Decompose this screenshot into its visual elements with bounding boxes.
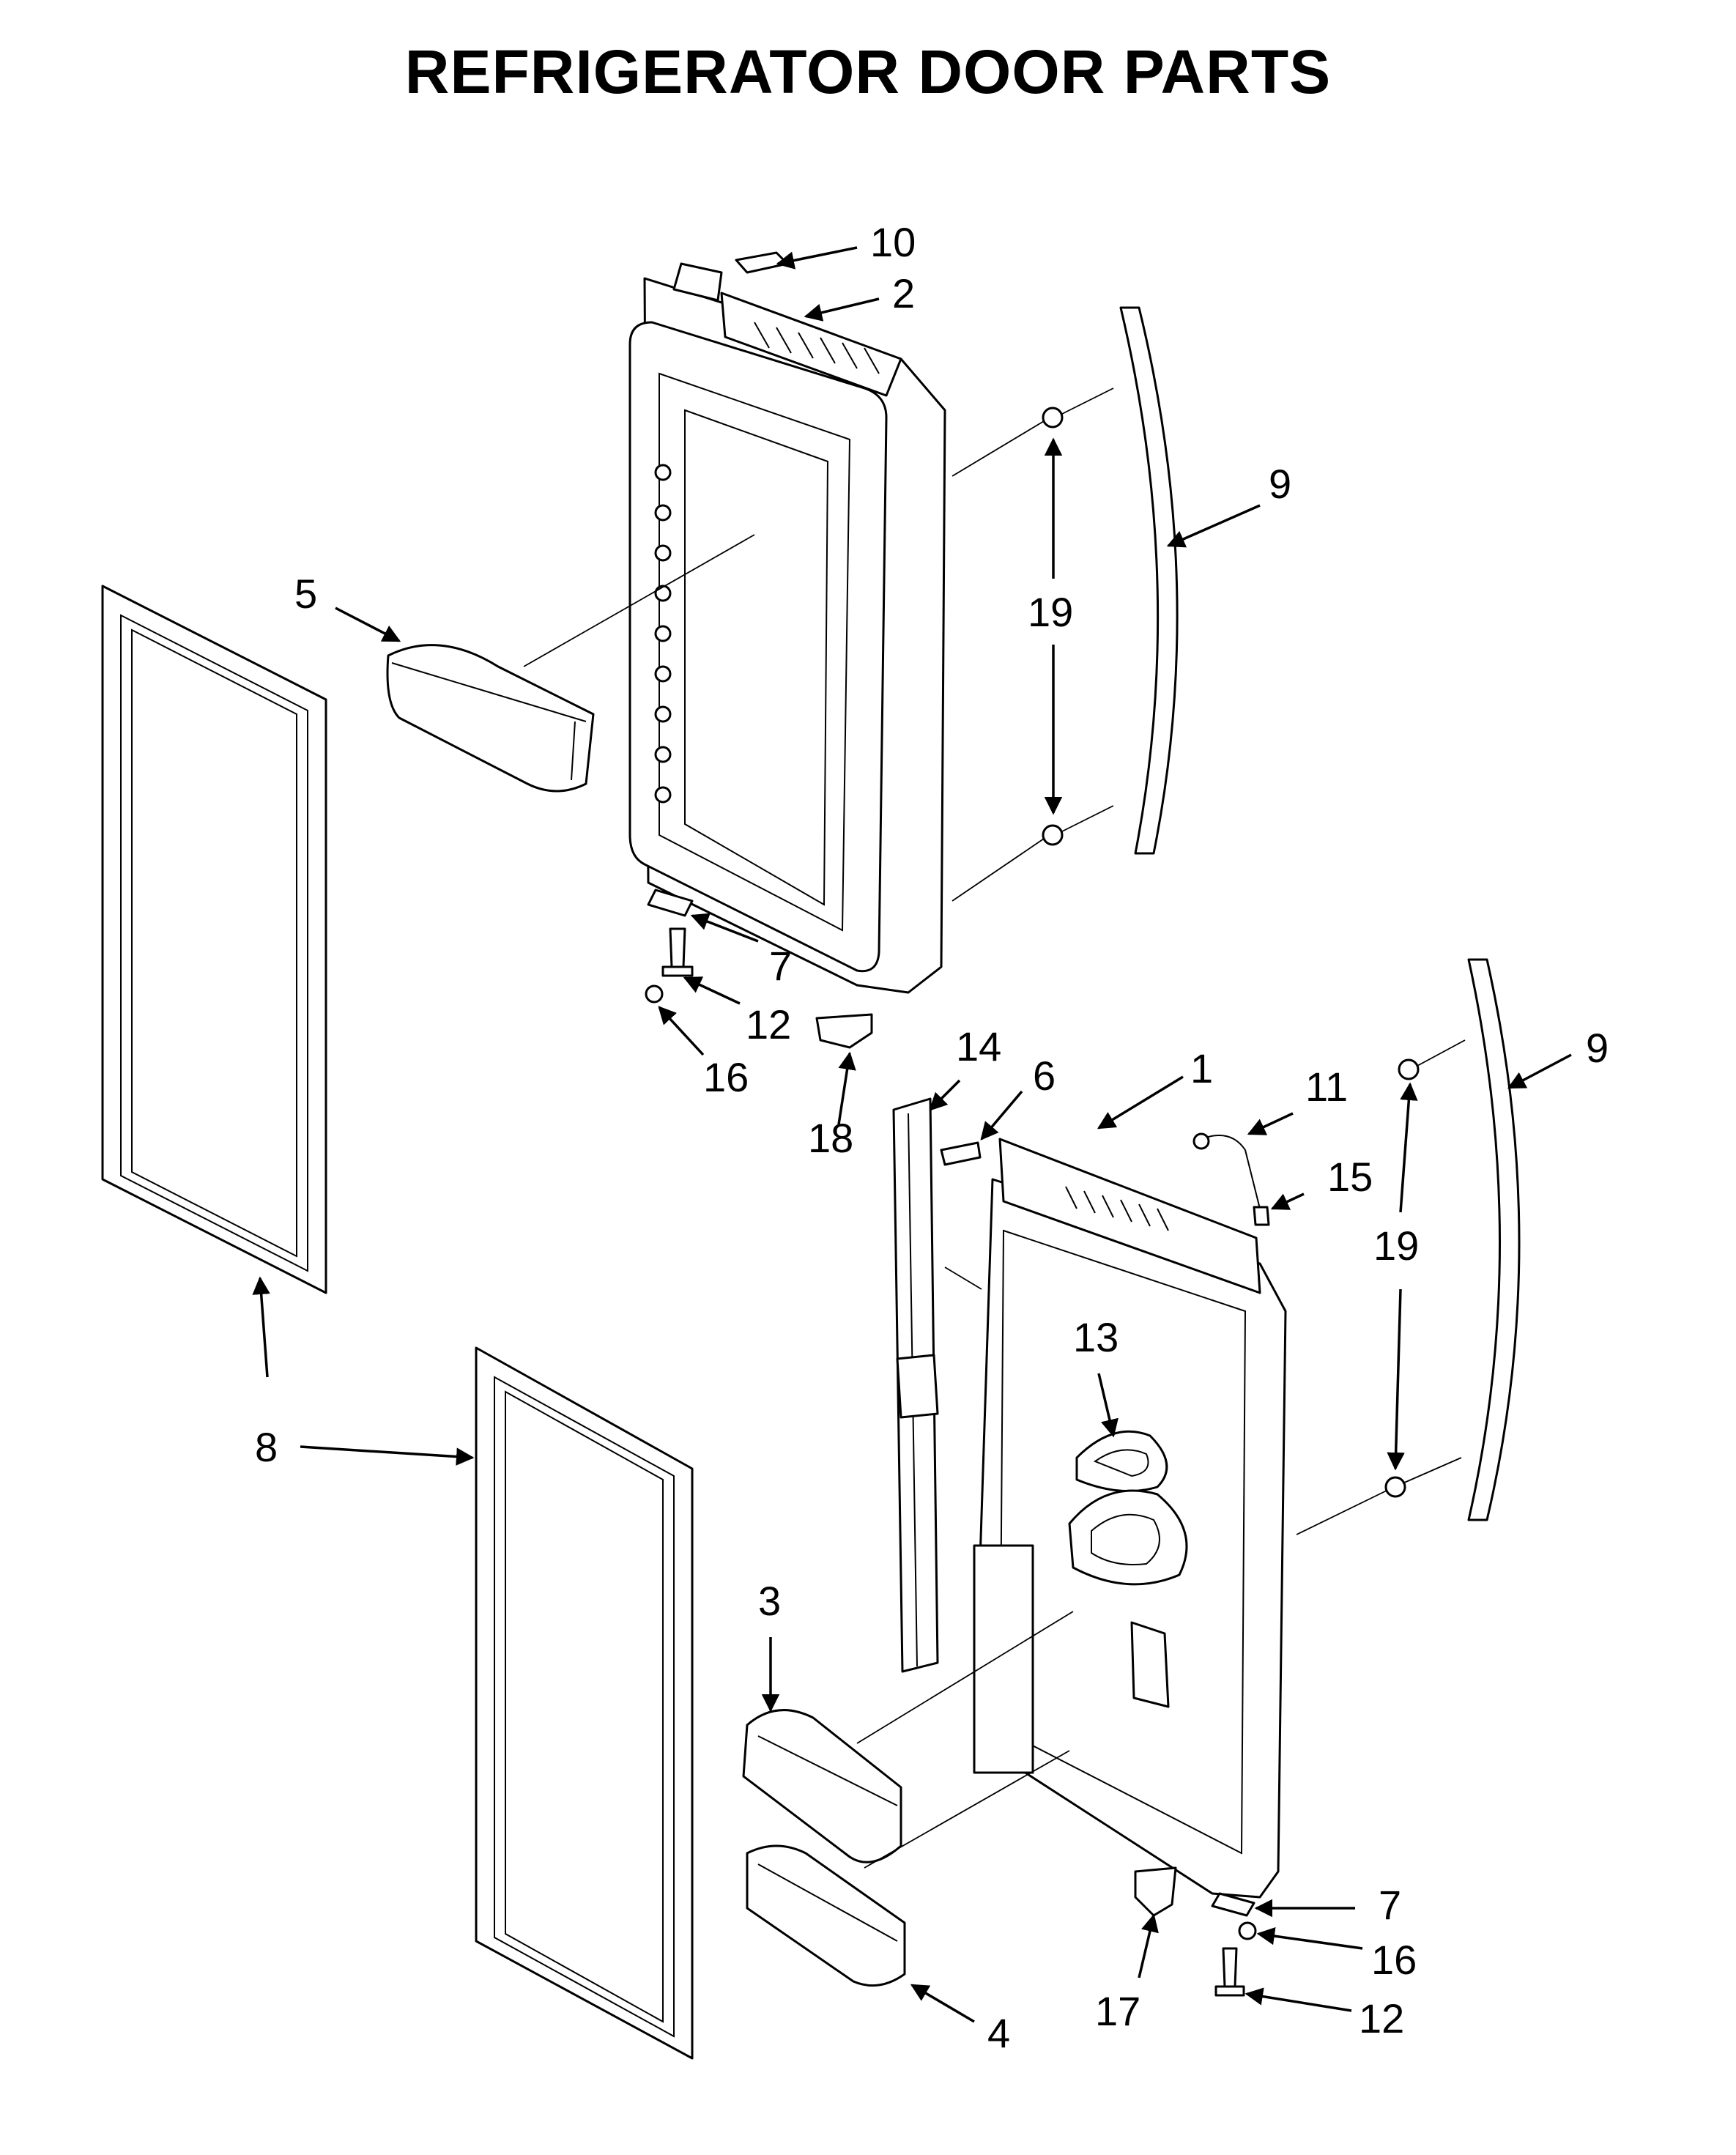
- bushing-part-16-upper: [645, 984, 664, 1004]
- callout-17: 17: [1095, 1988, 1140, 2034]
- handle-mount-stud-upper: [1042, 407, 1064, 846]
- water-tube-part-11: [1192, 1132, 1261, 1209]
- callout-14: 14: [956, 1023, 1001, 1069]
- callout-19-upper: 19: [1028, 589, 1073, 635]
- callout-19-lower: 19: [1373, 1223, 1419, 1269]
- callout-5: 5: [294, 571, 317, 617]
- callout-3: 3: [758, 1578, 781, 1624]
- dispenser-door-part-1: [973, 1138, 1287, 1899]
- hinge-screw-part-12-lower: [1214, 1947, 1245, 1997]
- hinge-bracket-part-7-lower: [1211, 1892, 1255, 1917]
- door-rail-part-14: [892, 1097, 939, 1673]
- upper-door-liner: [628, 262, 946, 994]
- callout-7-upper: 7: [769, 943, 792, 989]
- diagram-title: REFRIGERATOR DOOR PARTS: [404, 37, 1332, 106]
- door-stop-part-18: [815, 1013, 873, 1049]
- callout-15: 15: [1327, 1154, 1373, 1200]
- door-bin-part-5: [386, 644, 595, 793]
- callout-16-lower: 16: [1371, 1937, 1417, 1983]
- door-handle-part-9-lower: [1467, 958, 1521, 1521]
- door-stop-part-17: [1134, 1866, 1177, 1917]
- callout-6: 6: [1033, 1053, 1056, 1099]
- callout-4: 4: [987, 2010, 1010, 2056]
- door-gasket-upper: [101, 585, 327, 1294]
- leader-arrows: [252, 246, 1572, 2023]
- callout-2: 2: [892, 270, 915, 316]
- callout-labels: 10 2 9 5 19 7 12 16 18 14 6 1 11 15 9 19…: [255, 219, 1609, 2056]
- callout-11: 11: [1305, 1064, 1348, 1110]
- door-bin-part-4: [746, 1844, 906, 1987]
- door-bin-part-3: [742, 1709, 902, 1863]
- door-gasket-lower: [475, 1346, 694, 2060]
- screw-part-6: [940, 1141, 982, 1166]
- callout-9-lower: 9: [1586, 1025, 1609, 1071]
- hinge-bracket-part-7-upper: [647, 889, 694, 917]
- callout-8: 8: [255, 1424, 278, 1470]
- callout-18: 18: [808, 1115, 853, 1161]
- callout-9-upper: 9: [1269, 461, 1291, 507]
- callout-12-upper: 12: [746, 1001, 791, 1047]
- hinge-screw-part-12-upper: [661, 927, 694, 977]
- callout-16-upper: 16: [703, 1054, 749, 1100]
- callout-10: 10: [870, 219, 916, 265]
- door-handle-part-9-upper: [1119, 306, 1179, 855]
- bushing-part-16-lower: [1238, 1921, 1257, 1940]
- handle-mount-stud-lower: [1384, 1058, 1420, 1498]
- callout-12-lower: 12: [1359, 1995, 1404, 2041]
- fitting-part-15: [1253, 1206, 1270, 1226]
- callout-13: 13: [1073, 1314, 1119, 1360]
- assembly-guides: [523, 387, 1466, 1869]
- callout-1: 1: [1190, 1045, 1213, 1091]
- callout-7-lower: 7: [1379, 1882, 1401, 1928]
